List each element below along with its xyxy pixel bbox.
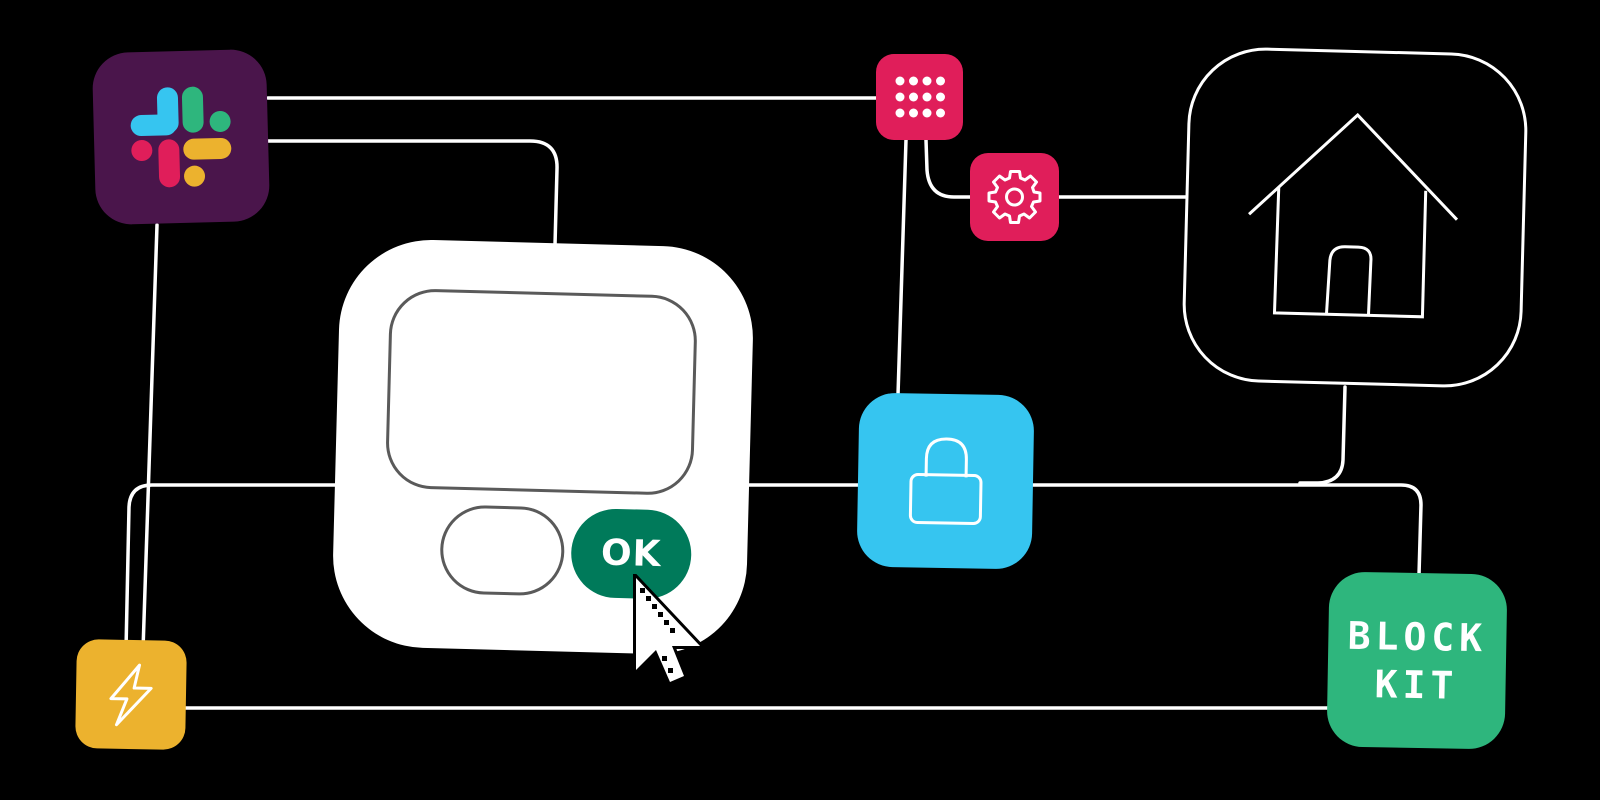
gear-tile — [970, 153, 1059, 241]
block-kit-line-1: BLOCK — [1347, 613, 1488, 660]
home-icon — [1248, 112, 1459, 318]
slack-logo-icon — [130, 86, 232, 188]
gear-icon — [987, 170, 1041, 224]
slack-logo-tile — [91, 48, 271, 226]
dialog-display — [384, 287, 699, 496]
grid-tile — [876, 54, 963, 140]
grid-dots-icon — [895, 76, 945, 118]
block-kit-line-2: KIT — [1374, 661, 1459, 708]
ok-button-label: OK — [600, 532, 663, 576]
lock-icon — [908, 437, 982, 525]
lightning-bolt-icon — [109, 663, 153, 726]
home-tile — [1180, 45, 1530, 390]
lightning-tile — [75, 639, 187, 750]
lock-tile — [856, 392, 1035, 570]
secondary-button[interactable] — [439, 504, 566, 597]
block-kit-tile: BLOCK KIT — [1326, 571, 1508, 750]
pointer-cursor-icon — [633, 574, 707, 686]
